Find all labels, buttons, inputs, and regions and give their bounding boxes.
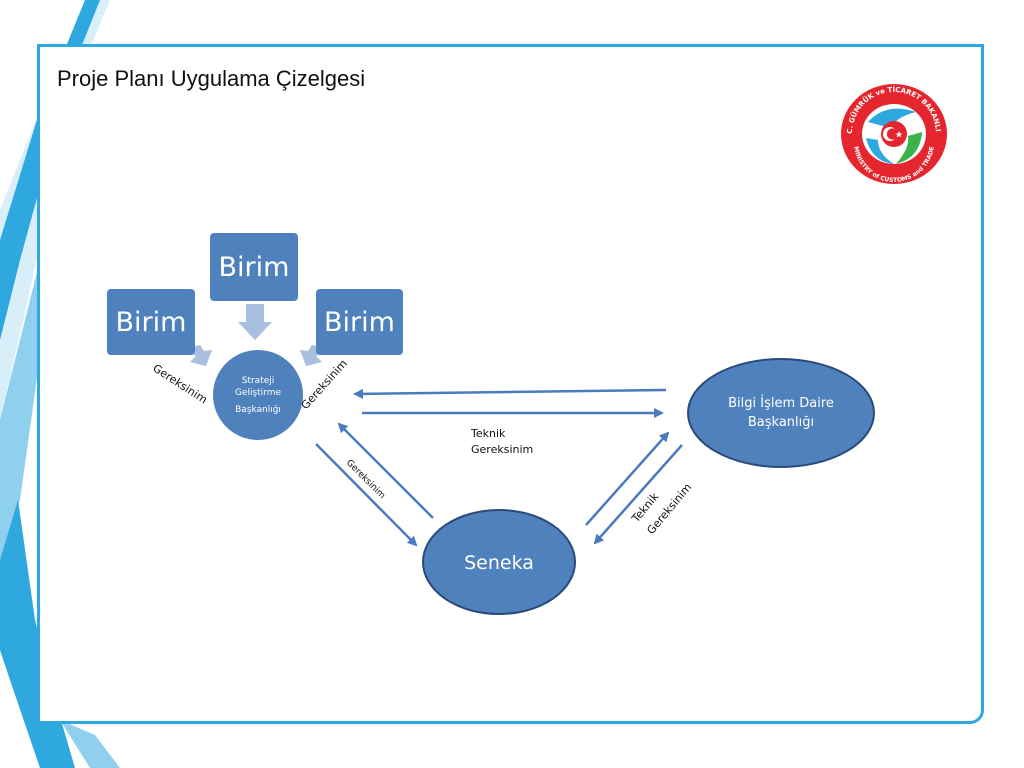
arrow-bilgi-to-seneka	[593, 444, 683, 545]
bilgi-ellipse	[687, 358, 875, 468]
strategy-line-2: Geliştirme	[234, 387, 282, 398]
customs-ministry-logo: T.C. GÜMRÜK ve TİCARET BAKANLIĞI MINISTR…	[838, 82, 947, 184]
strategy-circle	[213, 350, 303, 440]
tech-requirement-label-2: Gereksinim	[471, 443, 534, 456]
seneka-ellipse	[422, 509, 576, 615]
slide-title: Proje Planı Uygulama Çizelgesi	[57, 66, 366, 91]
strategy-line-3: Başkanlığı	[235, 404, 281, 415]
tech-requirement-label-1: Teknik	[471, 427, 506, 440]
down-arrow	[238, 304, 272, 340]
unit-box-top: Birim	[210, 233, 298, 301]
unit-box-left: Birim	[107, 289, 195, 355]
bilgi-ellipse-text: Bilgi İşlem Daire Başkanlığı	[728, 396, 834, 430]
strategy-circle-text: Strateji Geliştirme Başkanlığı	[216, 366, 300, 424]
arrow-bilgi-to-center	[353, 388, 667, 399]
connectors	[315, 388, 683, 547]
unit-box-right: Birim	[316, 289, 403, 355]
left-requirement-label: Gereksinim	[150, 362, 209, 407]
seneka-ellipse-text: Seneka	[464, 552, 534, 574]
arrow-seneka-to-center	[337, 422, 434, 519]
arrow-center-to-seneka	[315, 443, 418, 547]
strategy-line-1: Strateji	[241, 375, 275, 386]
arrow-seneka-to-bilgi	[585, 431, 670, 526]
